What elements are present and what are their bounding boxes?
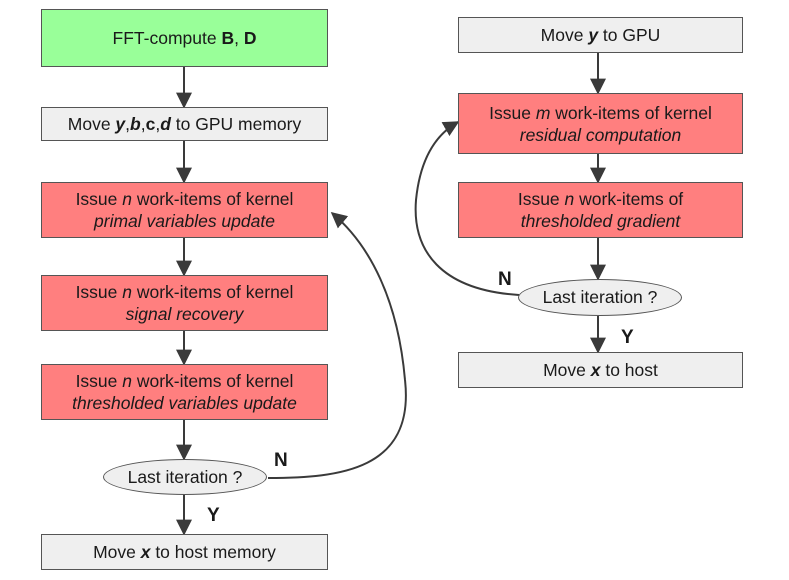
thresholded-update-box: Issue n work-items of kernel thresholded… [41,364,328,420]
primal-kernel-name: primal variables update [94,211,275,231]
move-out-suffix: to host memory [150,542,276,562]
thresh-post: work-items of kernel [132,371,294,391]
yes-label-right: Y [621,327,634,348]
r-move-to-gpu-box: Move y to GPU [458,17,743,53]
move-in-prefix: Move [67,114,116,134]
primal-var: n [122,189,132,209]
primal-update-box: Issue n work-items of kernel primal vari… [41,182,328,238]
fft-d: D [243,28,257,48]
decision-right-text: Last iteration ? [542,287,658,307]
primal-post: work-items of kernel [132,189,294,209]
var-c: c [145,114,156,134]
var-x: x [140,542,151,562]
signal-pre: Issue [75,282,123,302]
gradient-pre: Issue [517,189,565,209]
comma-2: , [140,114,146,134]
var-y: y [115,114,126,134]
fft-compute-box: FFT-compute B, D [41,9,328,67]
residual-post: work-items of kernel [550,102,712,123]
fft-prefix: FFT-compute [112,28,222,48]
residual-var: m [535,102,551,123]
fft-b: B [221,28,235,48]
gradient-post: work-items of [574,189,684,209]
move-out-prefix: Move [93,542,141,562]
r-var-y: y [588,25,599,45]
r-move-in-prefix: Move [540,25,589,45]
no-label-left: N [274,450,288,471]
r-move-to-host-box: Move x to host [458,352,743,388]
var-d: d [160,114,171,134]
var-b: b [130,114,141,134]
r-move-out-prefix: Move [543,360,591,380]
gradient-kernel-name: thresholded gradient [520,211,681,231]
move-to-gpu-box: Move y,b,c,d to GPU memory [41,107,328,141]
no-label-right: N [498,269,512,290]
decision-oval-right: Last iteration ? [518,279,682,316]
signal-post: work-items of kernel [132,282,294,302]
residual-kernel-name: residual computation [519,124,682,145]
r-var-x: x [590,360,601,380]
gradient-var: n [564,189,575,209]
decision-left-text: Last iteration ? [127,466,243,487]
arrow-loop-left [267,211,407,479]
primal-pre: Issue [75,189,123,209]
fft-sep: , [234,28,244,48]
residual-pre: Issue [489,102,536,123]
thresholded-gradient-box: Issue n work-items of thresholded gradie… [458,182,743,238]
r-move-in-suffix: to GPU [598,25,661,45]
thresh-pre: Issue [75,371,123,391]
signal-kernel-name: signal recovery [125,304,244,324]
yes-label-left: Y [207,505,220,526]
r-move-out-suffix: to host [600,360,658,380]
arrow-loop-right [414,121,520,296]
signal-recovery-box: Issue n work-items of kernel signal reco… [41,275,328,331]
move-in-suffix: to GPU memory [170,114,302,134]
signal-var: n [122,282,132,302]
decision-oval-left: Last iteration ? [103,459,267,495]
comma-1: , [125,114,131,134]
move-to-host-memory-box: Move x to host memory [41,534,328,570]
thresh-var: n [122,371,132,391]
residual-computation-box: Issue m work-items of kernel residual co… [458,93,743,154]
thresh-kernel-name: thresholded variables update [72,393,297,413]
comma-3: , [155,114,161,134]
